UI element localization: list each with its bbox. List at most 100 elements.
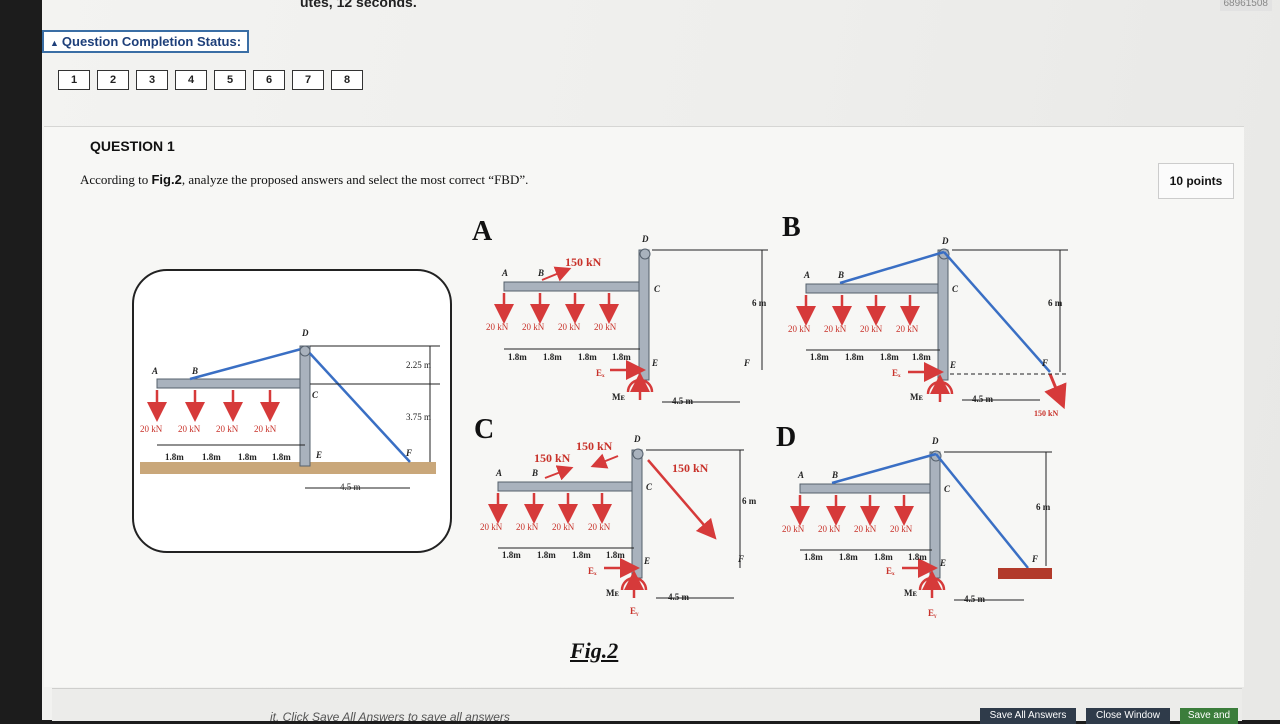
c-ex-label: Eₓ	[588, 566, 597, 576]
load-label-orig-1: 20 kN	[178, 424, 201, 434]
a-load-1: 20 kN	[522, 322, 545, 332]
question-text: According to Fig.2, analyze the proposed…	[80, 172, 529, 187]
user-id: 68961508	[1219, 0, 1272, 11]
option-a-label: A	[472, 216, 493, 247]
question-nav-3[interactable]: 3	[136, 70, 168, 90]
d-span-3: 1.8m	[908, 552, 927, 562]
c-dim-6: 6 m	[742, 496, 757, 506]
b-load-150: 150 kN	[1034, 409, 1058, 418]
a-point-c: C	[654, 284, 661, 294]
c-point-b: B	[531, 468, 538, 478]
c-span-2: 1.8m	[572, 550, 591, 560]
question-nav: 1 2 3 4 5 6 7 8	[58, 70, 363, 90]
question-nav-6[interactable]: 6	[253, 70, 285, 90]
save-and-submit-button[interactable]: Save and	[1180, 708, 1238, 724]
d-point-e: E	[939, 558, 946, 568]
option-b-label: B	[782, 212, 801, 243]
b-point-e: E	[949, 360, 956, 370]
a-load-2: 20 kN	[558, 322, 581, 332]
a-span-1: 1.8m	[543, 352, 562, 362]
b-point-f: F	[1041, 358, 1048, 368]
completion-status-toggle[interactable]: ▲Question Completion Status:	[42, 30, 250, 53]
a-span-2: 1.8m	[578, 352, 597, 362]
c-span-0: 1.8m	[502, 550, 521, 560]
d-load-2: 20 kN	[854, 524, 877, 534]
a-point-d: D	[641, 234, 649, 244]
c-point-f: F	[737, 554, 744, 564]
c-load-0: 20 kN	[480, 522, 503, 532]
c-ey-label: Eᵧ	[630, 606, 639, 616]
c-span-3: 1.8m	[606, 550, 625, 560]
d-ex-label: Eₓ	[886, 566, 895, 576]
b-ex-label: Eₓ	[892, 368, 901, 378]
b-span-1: 1.8m	[845, 352, 864, 362]
question-nav-4[interactable]: 4	[175, 70, 207, 90]
span-label-orig-0: 1.8m	[165, 452, 184, 462]
a-span-0: 1.8m	[508, 352, 527, 362]
original-structure	[132, 269, 452, 553]
save-all-answers-button[interactable]: Save All Answers	[980, 708, 1076, 724]
load-label-orig-3: 20 kN	[254, 424, 277, 434]
c-load-2: 20 kN	[552, 522, 575, 532]
c-load-150-mid: 150 kN	[576, 439, 613, 453]
b-span-2: 1.8m	[880, 352, 899, 362]
b-load-3: 20 kN	[896, 324, 919, 334]
load-label-orig-2: 20 kN	[216, 424, 239, 434]
d-span-0: 1.8m	[804, 552, 823, 562]
d-span-2: 1.8m	[874, 552, 893, 562]
c-load-3: 20 kN	[588, 522, 611, 532]
span-label-orig-1: 1.8m	[202, 452, 221, 462]
d-point-b: B	[831, 470, 838, 480]
a-point-b: B	[537, 268, 544, 278]
a-ex-label: Eₓ	[596, 368, 605, 378]
a-point-a: A	[501, 268, 508, 278]
span-label-orig-3: 1.8m	[272, 452, 291, 462]
question-nav-5[interactable]: 5	[214, 70, 246, 90]
point-d-label: D	[301, 328, 309, 338]
b-point-c: C	[952, 284, 959, 294]
c-point-e: E	[643, 556, 650, 566]
b-span-3: 1.8m	[912, 352, 931, 362]
option-d-diagram	[790, 450, 1052, 601]
d-ey-label: Eᵧ	[928, 608, 937, 618]
a-dim-4-5: 4.5 m	[672, 396, 694, 406]
c-point-c: C	[646, 482, 653, 492]
b-dim-6: 6 m	[1048, 298, 1063, 308]
b-dim-4-5: 4.5 m	[972, 394, 994, 404]
b-load-1: 20 kN	[824, 324, 847, 334]
question-nav-2[interactable]: 2	[97, 70, 129, 90]
c-load-1: 20 kN	[516, 522, 539, 532]
question-nav-1[interactable]: 1	[58, 70, 90, 90]
option-c-label: C	[474, 414, 494, 445]
fig-reference: Fig.2	[151, 172, 182, 187]
caret-up-icon: ▲	[50, 38, 59, 48]
question-nav-7[interactable]: 7	[292, 70, 324, 90]
a-dim-6: 6 m	[752, 298, 767, 308]
b-load-2: 20 kN	[860, 324, 883, 334]
point-e-label: E	[315, 450, 322, 460]
timer-text: utes, 12 seconds.	[300, 0, 417, 10]
d-point-d: D	[931, 436, 939, 446]
point-f-label: F	[405, 448, 412, 458]
option-a-diagram	[494, 248, 768, 403]
b-span-0: 1.8m	[810, 352, 829, 362]
footer-hint: it. Click Save All Answers to save all a…	[270, 710, 510, 724]
option-b-diagram	[796, 248, 1068, 410]
figure-caption: Fig.2	[570, 638, 619, 663]
c-load-150-right: 150 kN	[672, 461, 709, 475]
c-load-150-left: 150 kN	[534, 451, 571, 465]
b-point-b: B	[837, 270, 844, 280]
close-window-button[interactable]: Close Window	[1086, 708, 1170, 724]
b-load-0: 20 kN	[788, 324, 811, 334]
b-me-label: Mᴇ	[910, 392, 923, 402]
b-point-d: D	[941, 236, 949, 246]
b-point-a: A	[803, 270, 810, 280]
a-load-3: 20 kN	[594, 322, 617, 332]
point-a-label: A	[151, 366, 158, 376]
d-point-c: C	[944, 484, 951, 494]
a-point-f: F	[743, 358, 750, 368]
c-point-d: D	[633, 434, 641, 444]
c-me-label: Mᴇ	[606, 588, 619, 598]
question-nav-8[interactable]: 8	[331, 70, 363, 90]
